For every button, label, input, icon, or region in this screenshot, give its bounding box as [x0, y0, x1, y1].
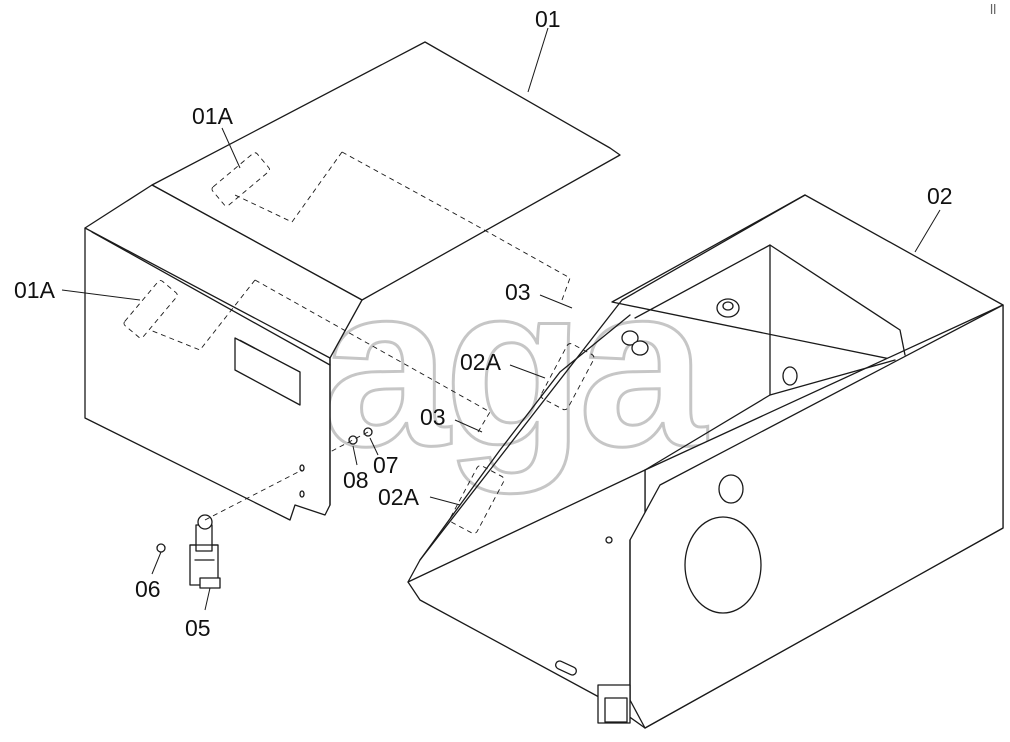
- corner-mark: ll: [990, 1, 996, 17]
- callout-labels: 01 01A 01A 02 03 02A 03 02A 07 08 06 05: [14, 6, 953, 641]
- callout-01a-side: 01A: [14, 277, 56, 303]
- box-left-flange: [407, 194, 806, 583]
- latch-05: [189, 514, 221, 589]
- floor-hole: [605, 536, 613, 544]
- hex-nut-b: [631, 340, 649, 356]
- callout-06: 06: [135, 576, 161, 602]
- part-02-lower-box: [407, 194, 1004, 729]
- hinge-sleeve-upper: [540, 343, 595, 411]
- callout-03-lower: 03: [420, 404, 446, 430]
- hardware-parts: [156, 427, 373, 589]
- hinge-sleeve-lower: [449, 465, 505, 534]
- cover-front-face: [84, 184, 363, 521]
- box-inner-rim: [634, 244, 906, 356]
- boss-nut: [716, 298, 740, 318]
- callout-01a-top: 01A: [192, 103, 234, 129]
- box-inner-floor-edge: [769, 359, 896, 396]
- callout-02a-upper: 02A: [460, 349, 502, 375]
- floor-slot: [555, 660, 577, 676]
- hidden-outline-top: [341, 151, 571, 301]
- callout-03-upper: 03: [505, 279, 531, 305]
- wall-hole: [782, 366, 798, 386]
- callout-01: 01: [535, 6, 561, 32]
- callout-05: 05: [185, 615, 211, 641]
- leader-lines: [61, 27, 941, 611]
- callout-07: 07: [373, 452, 399, 478]
- small-hole: [718, 474, 744, 504]
- callout-08: 08: [343, 467, 369, 493]
- part-01-upper-cover: [84, 41, 621, 521]
- cover-top-edge: [84, 227, 331, 359]
- callout-02: 02: [927, 183, 953, 209]
- nut-06: [156, 543, 166, 553]
- large-hole: [684, 516, 762, 614]
- nut-08: [348, 435, 358, 445]
- hinge-sleeve-side: [123, 280, 178, 339]
- hex-nut-a: [621, 330, 639, 346]
- hinge-sleeve-top: [211, 152, 270, 207]
- callout-02a-lower: 02A: [378, 484, 420, 510]
